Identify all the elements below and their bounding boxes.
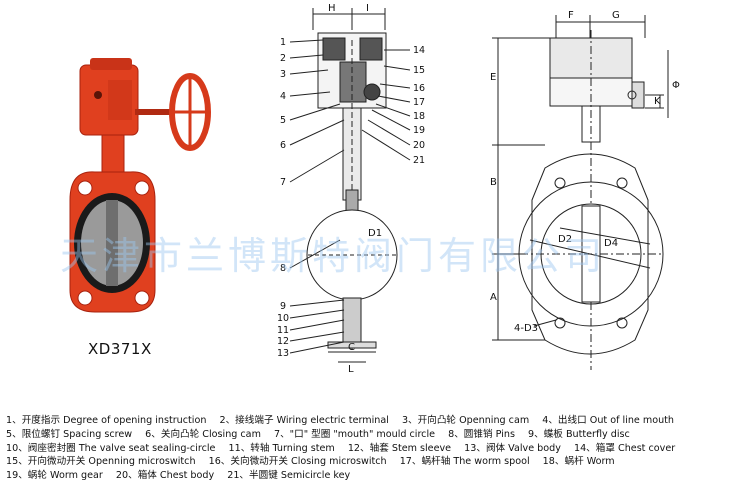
legend-item: 1、开度指示 Degree of opening instruction [6,415,207,426]
dim-A: A [490,292,497,303]
legend-item: 5、限位螺钉 Spacing screw [6,428,133,440]
section-view [289,8,411,363]
callout-15: 15 [413,65,425,76]
callout-2: 2 [280,53,286,64]
legend-item: 20、箱体 Chest body [115,470,215,482]
callout-18: 18 [413,111,425,122]
callout-5: 5 [280,115,286,126]
legend-item: 18、蜗杆 Worm [542,456,615,468]
callout-10: 10 [277,313,289,324]
dim-D1: D1 [368,228,382,239]
legend-item: 7、"口" 型圈 "mouth" mould circle [273,428,436,440]
drawing-area: 1 2 3 4 5 6 7 8 9 10 11 12 13 14 15 16 1… [69,3,680,375]
dim-E: E [490,72,496,83]
technical-drawing: 1 2 3 4 5 6 7 8 9 10 11 12 13 14 15 16 1… [69,3,680,375]
legend-item: 4、出线口 Out of line mouth [542,415,675,426]
callout-4: 4 [280,91,286,102]
legend-item: 2、接线端子 Wiring electric terminal [219,415,389,426]
legend-row: 15、开向微动开关 Openning microswitch 16、关向微动开关… [6,455,746,469]
callout-6: 6 [280,140,286,151]
section-dimension-labels: H I D1 C L [328,3,382,375]
legend-row: 19、蜗轮 Worm gear 20、箱体 Chest body 21、半圆键 … [6,469,746,483]
legend-row: 1、开度指示 Degree of opening instruction 2、接… [6,414,746,428]
front-view [492,15,669,370]
callout-20: 20 [413,140,425,151]
legend-item: 21、半圆键 Semicircle key [227,470,351,482]
legend-item: 6、关向凸轮 Closing cam [145,428,261,440]
dim-I: I [366,3,369,14]
legend-item: 8、圆锥销 Pins [448,428,515,440]
dim-4-D3: 4-D3 [514,323,538,334]
parts-legend: 1、开度指示 Degree of opening instruction 2、接… [6,414,746,483]
legend-item: 13、阀体 Valve body [464,442,561,454]
valve-photo [69,58,211,313]
callout-3: 3 [280,69,286,80]
callout-21: 21 [413,155,425,166]
front-dimension-labels: F G E K Φ B A D2 D4 4-D3 [490,10,680,334]
callout-labels: 1 2 3 4 5 6 7 8 9 10 11 12 13 14 15 16 1… [277,37,425,359]
legend-item: 14、箱罩 Chest cover [573,442,676,454]
legend-item: 11、转轴 Turning stem [228,442,335,454]
legend-item: 16、关向微动开关 Closing microswitch [208,456,387,468]
dim-D4: D4 [604,238,618,249]
legend-row: 5、限位螺钉 Spacing screw 6、关向凸轮 Closing cam … [6,428,746,442]
callout-14: 14 [413,45,425,56]
callout-16: 16 [413,83,425,94]
callout-12: 12 [277,336,289,347]
callout-17: 17 [413,97,425,108]
dim-L: L [348,364,354,375]
dim-G: G [612,10,620,21]
callout-9: 9 [280,301,286,312]
callout-19: 19 [413,125,425,136]
callout-8: 8 [280,263,286,274]
dim-C: C [348,342,355,353]
dim-B: B [490,177,497,188]
watermark-text: 天津市兰博斯特阀门有限公司 [60,234,607,278]
callout-1: 1 [280,37,286,48]
dim-D2: D2 [558,234,572,245]
callout-11: 11 [277,325,289,336]
legend-item: 15、开向微动开关 Openning microswitch [6,456,196,468]
legend-item: 9、蝶板 Butterfly disc [528,428,630,440]
dim-phi: Φ [672,80,680,91]
callout-7: 7 [280,177,286,188]
model-label: XD371X [88,340,152,358]
legend-item: 17、蜗杆轴 The worm spool [399,456,530,468]
dim-F: F [568,10,574,21]
dim-K: K [654,96,661,107]
callout-13: 13 [277,348,289,359]
legend-item: 10、阀座密封圈 The valve seat sealing-circle [6,442,216,454]
legend-item: 3、开向凸轮 Openning cam [401,415,530,426]
legend-item: 19、蜗轮 Worm gear [6,470,103,482]
dim-H: H [328,3,336,14]
legend-row: 10、阀座密封圈 The valve seat sealing-circle 1… [6,442,746,456]
legend-item: 12、轴套 Stem sleeve [347,442,452,454]
